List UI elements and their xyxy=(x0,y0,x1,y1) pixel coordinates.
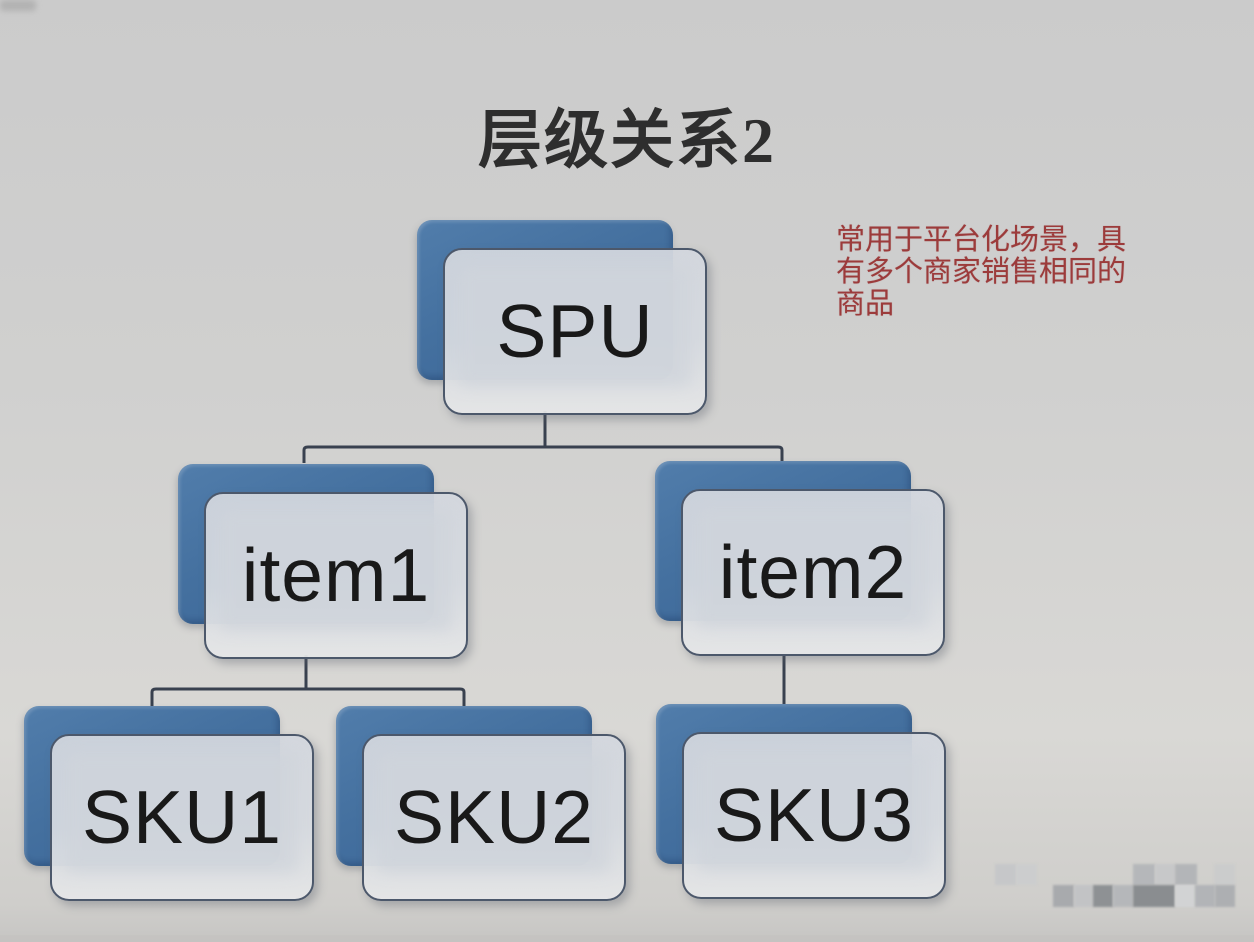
watermark-block xyxy=(1133,864,1155,885)
node-sku1: SKU1 xyxy=(24,706,314,901)
watermark-block xyxy=(1195,885,1215,907)
watermark-block xyxy=(1215,885,1235,907)
connector-spu-to-items xyxy=(302,411,784,463)
annotation-text: 常用于平台化场景，具 有多个商家销售相同的 商品 xyxy=(836,224,1196,320)
node-item2: item2 xyxy=(655,461,945,656)
watermark-block xyxy=(1093,885,1113,907)
watermark-block xyxy=(995,864,1016,885)
node-item2-front-card: item2 xyxy=(681,489,945,656)
node-item2-label: item2 xyxy=(718,530,908,614)
node-spu-label: SPU xyxy=(496,289,654,373)
node-sku3-label: SKU3 xyxy=(714,773,914,857)
node-item1-label: item1 xyxy=(241,533,431,617)
watermark-block xyxy=(1113,885,1133,907)
watermark-block xyxy=(1155,864,1175,885)
watermark-block xyxy=(1016,864,1037,885)
corner-smudge xyxy=(0,0,36,11)
node-sku2: SKU2 xyxy=(336,706,626,901)
connector-item1-to-skus xyxy=(150,655,466,708)
node-spu-front-card: SPU xyxy=(443,248,707,415)
node-spu: SPU xyxy=(417,220,707,415)
node-sku1-front-card: SKU1 xyxy=(50,734,314,901)
watermark-block xyxy=(1053,885,1074,907)
slide-title: 层级关系2 xyxy=(478,104,776,176)
watermark-block xyxy=(1214,864,1235,885)
node-item1-front-card: item1 xyxy=(204,492,468,659)
watermark-block xyxy=(1175,885,1195,907)
bottom-edge-shade xyxy=(0,935,1254,942)
node-sku2-label: SKU2 xyxy=(394,775,594,859)
watermark-block xyxy=(1074,885,1093,907)
node-sku3-front-card: SKU3 xyxy=(682,732,946,899)
annotation-line: 常用于平台化场景，具 xyxy=(836,224,1127,256)
watermark-block xyxy=(1133,885,1175,907)
node-sku3: SKU3 xyxy=(656,704,946,899)
node-sku2-front-card: SKU2 xyxy=(362,734,626,901)
watermark-block xyxy=(1175,864,1197,885)
annotation-line: 有多个商家销售相同的 xyxy=(836,256,1127,288)
node-sku1-label: SKU1 xyxy=(82,775,282,859)
node-item1: item1 xyxy=(178,464,468,659)
annotation-line: 商品 xyxy=(836,288,895,320)
